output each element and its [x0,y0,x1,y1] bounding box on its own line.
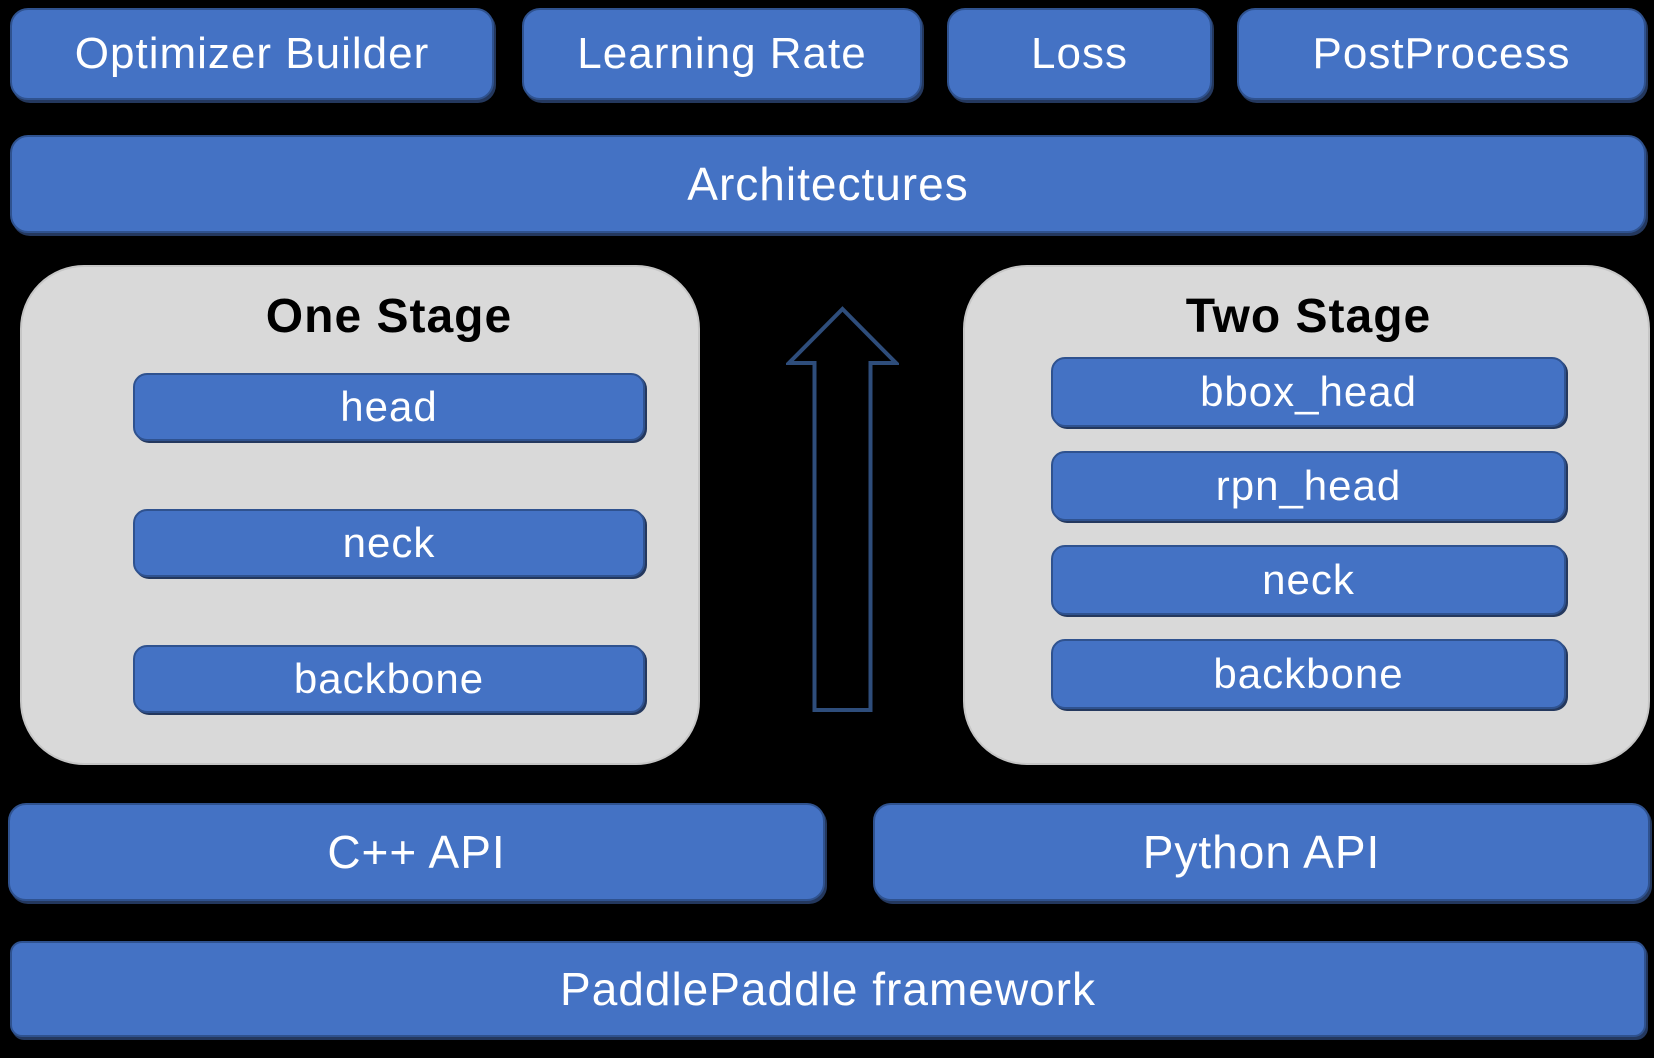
box-loss: Loss [947,8,1212,100]
up-arrow-icon [784,306,901,713]
two-stage-container: Two Stage bbox_head rpn_head neck backbo… [963,265,1650,765]
cpp-api-label: C++ API [327,826,506,878]
two-stage-layer-bbox-head: bbox_head [1051,357,1566,427]
two-stage-layer-backbone: backbone [1051,639,1566,709]
two-stage-layer-bbox-head-label: bbox_head [1200,368,1417,415]
framework-label: PaddlePaddle framework [560,963,1096,1015]
python-api-label: Python API [1142,826,1381,878]
box-optimizer-builder-label: Optimizer Builder [74,29,430,78]
architectures-bar: Architectures [10,135,1646,233]
box-optimizer-builder: Optimizer Builder [10,8,494,100]
cpp-api-bar: C++ API [8,803,825,901]
python-api-bar: Python API [873,803,1650,901]
one-stage-layer-head: head [133,373,645,441]
two-stage-title: Two Stage [1185,289,1432,343]
two-stage-layer-neck: neck [1051,545,1566,615]
one-stage-layer-head-label: head [340,383,438,430]
framework-bar: PaddlePaddle framework [10,941,1646,1037]
one-stage-layer-neck-label: neck [342,519,436,566]
one-stage-layer-backbone: backbone [133,645,645,713]
one-stage-container: One Stage head neck backbone [20,265,700,765]
two-stage-layer-backbone-label: backbone [1213,650,1404,697]
box-learning-rate: Learning Rate [522,8,922,100]
box-loss-label: Loss [1031,29,1128,78]
one-stage-title: One Stage [265,289,513,343]
architectures-label: Architectures [687,158,969,210]
one-stage-layer-neck: neck [133,509,645,577]
one-stage-layer-backbone-label: backbone [293,655,485,702]
two-stage-layer-rpn-head-label: rpn_head [1215,462,1402,509]
box-postprocess: PostProcess [1237,8,1646,100]
two-stage-layer-rpn-head: rpn_head [1051,451,1566,521]
box-postprocess-label: PostProcess [1312,29,1571,78]
two-stage-layer-neck-label: neck [1262,556,1355,603]
box-learning-rate-label: Learning Rate [577,29,867,78]
up-arrow-svg [784,306,901,712]
